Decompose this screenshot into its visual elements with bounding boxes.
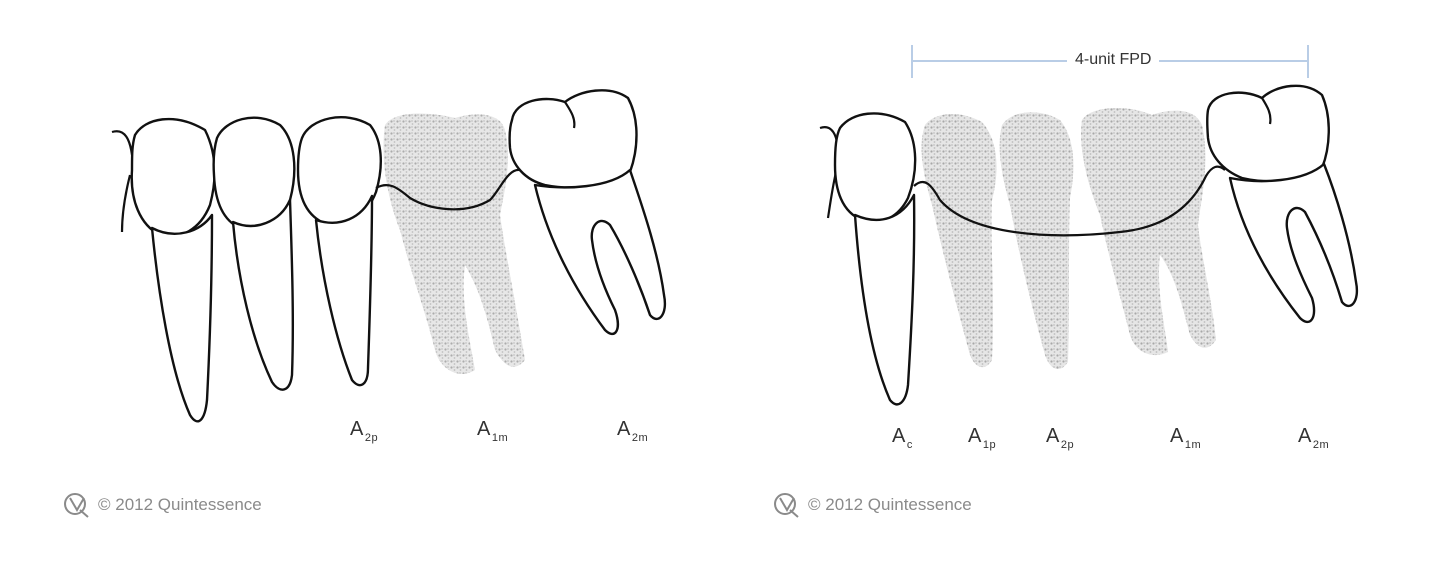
- missing-first-premolar-ghost: [921, 114, 997, 368]
- molar-fissure: [564, 101, 576, 129]
- missing-first-molar-ghost: [1081, 108, 1216, 356]
- quintessence-logo-icon: [64, 493, 89, 518]
- tissue-edge: [111, 130, 134, 233]
- label-canine: Ac: [892, 425, 913, 451]
- label-second-molar: A2m: [617, 418, 649, 444]
- tooth-canine-crown: [833, 112, 917, 224]
- label-second-premolar: A2p: [1046, 425, 1075, 451]
- tooth-second-premolar-root: [314, 194, 374, 387]
- pontic-gingival-line: [913, 165, 1226, 237]
- label-first-molar: A1m: [1170, 425, 1202, 451]
- label-first-molar: A1m: [477, 418, 509, 444]
- quintessence-logo-icon: [774, 493, 799, 518]
- left-diagram-panel: A2p A1m A2m © 2012 Quintessence: [62, 89, 667, 520]
- tooth-second-molar-crown: [508, 89, 638, 189]
- tooth-anterior-crown: [130, 117, 216, 238]
- label-first-premolar: A1p: [968, 425, 997, 451]
- tooth-second-molar-root: [1228, 162, 1359, 324]
- missing-second-premolar-ghost: [999, 112, 1074, 370]
- tooth-anterior-root: [150, 213, 214, 423]
- copyright-text: © 2012 Quintessence: [98, 495, 262, 514]
- copyright-notice: © 2012 Quintessence: [772, 490, 972, 520]
- right-dentition-drawing: [819, 45, 1359, 406]
- molar-fissure: [1261, 97, 1272, 125]
- tooth-first-premolar-root: [231, 198, 295, 391]
- label-second-molar: A2m: [1298, 425, 1330, 451]
- fpd-span-label: 4-unit FPD: [1067, 51, 1160, 69]
- label-second-premolar: A2p: [350, 418, 379, 444]
- gingival-line: [375, 168, 521, 211]
- copyright-notice: © 2012 Quintessence: [62, 490, 262, 520]
- missing-first-molar-ghost: [383, 113, 525, 374]
- right-diagram-panel: 4-unit FPD Ac A1p A2p A1m A2m © 2012 Qui…: [720, 0, 1440, 573]
- left-dentition-drawing: [111, 89, 667, 423]
- tooth-second-molar-root: [533, 168, 667, 336]
- tooth-canine-root: [853, 193, 916, 406]
- copyright-text: © 2012 Quintessence: [808, 495, 972, 514]
- tooth-second-molar-crown: [1206, 84, 1330, 183]
